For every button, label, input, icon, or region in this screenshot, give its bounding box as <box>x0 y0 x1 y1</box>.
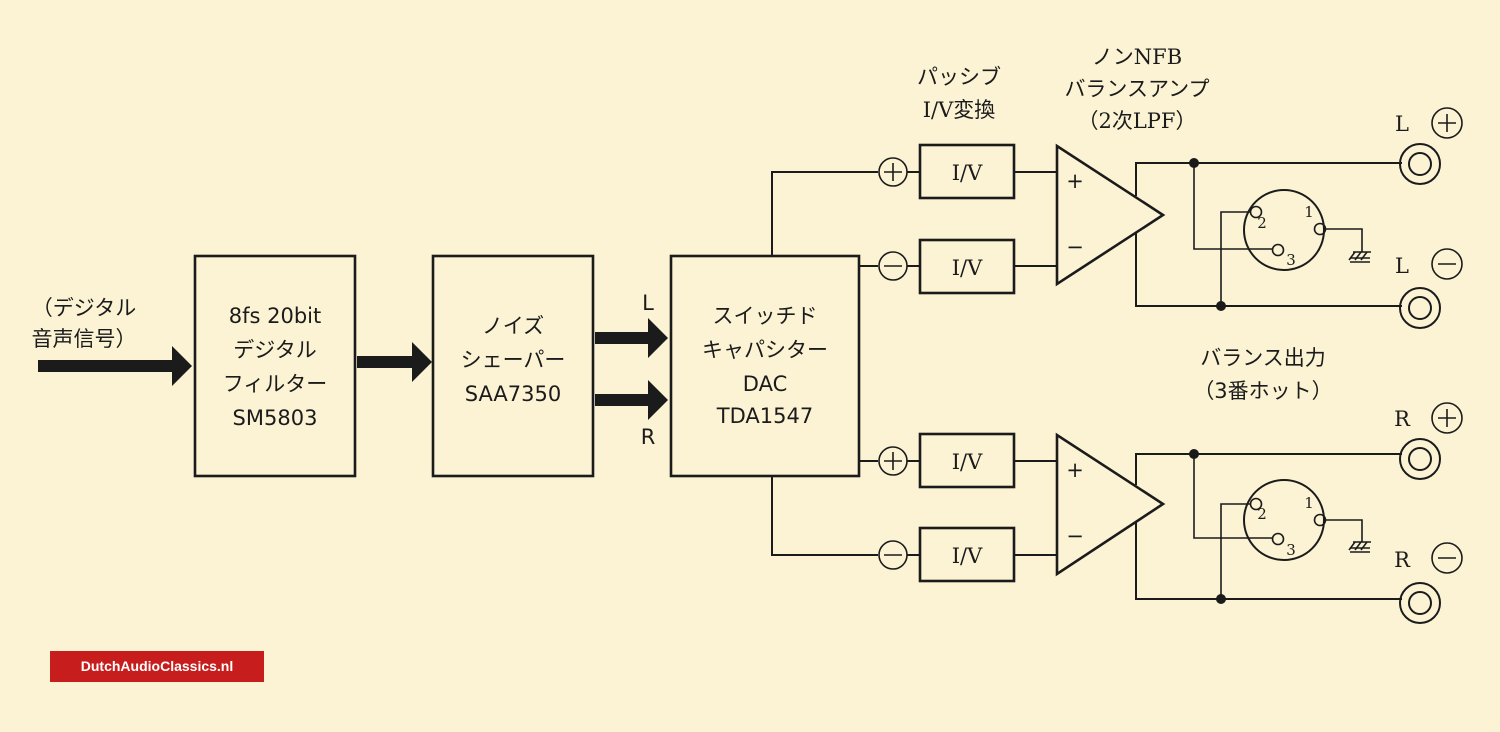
dac-block-line3: DAC <box>743 372 787 396</box>
R-xlr-pin1: 1 <box>1304 494 1314 512</box>
L-amp-plus: + <box>1066 169 1084 193</box>
dac-to-L-plus-wire <box>771 171 878 256</box>
L-xlr-pin2: 2 <box>1257 214 1267 232</box>
noise-shaper-block <box>431 254 595 478</box>
L-xlr-pin3: 3 <box>1286 251 1296 269</box>
channel-R-label: R <box>641 425 656 449</box>
input-label-line2: 音声信号） <box>32 327 137 351</box>
amp-title-line2: バランスアンプ <box>1064 77 1209 101</box>
output-label-R-minus: R <box>1394 548 1411 572</box>
L-minus-output-jack <box>1399 287 1441 329</box>
R-plus-polarity <box>878 446 908 476</box>
R-minus-output-jack <box>1399 582 1441 624</box>
output-L-minus-polarity <box>1431 248 1463 280</box>
amp-title-line3: （2次LPF） <box>1077 109 1196 133</box>
output-L-plus-polarity <box>1431 107 1463 139</box>
channel-L-label: L <box>642 291 654 315</box>
iv-block-R-minus-label: I/V <box>952 544 983 568</box>
R-amplifier <box>1055 432 1166 577</box>
amp-title-line1: ノンNFB <box>1092 45 1182 69</box>
filter-block-line3: フィルター <box>223 372 328 396</box>
L-amplifier <box>1055 143 1166 287</box>
dac-to-R-minus-wire <box>771 476 878 556</box>
L-minus-polarity <box>878 251 908 281</box>
R-minus-polarity <box>878 540 908 570</box>
dac-block-line2: キャパシター <box>702 338 828 362</box>
L-xlr-connector: 2 1 3 <box>1243 189 1327 271</box>
noise-shaper-line1: ノイズ <box>482 314 544 338</box>
R-xlr-connector: 2 1 3 <box>1243 479 1327 561</box>
input-arrow <box>38 346 192 386</box>
balanced-title-line2: （3番ホット） <box>1193 379 1332 403</box>
iv-block-R-plus-label: I/V <box>952 450 983 474</box>
R-arrow <box>595 380 668 420</box>
dac-block-line4: TDA1547 <box>716 404 813 428</box>
L-arrow <box>595 318 668 358</box>
output-label-L-minus: L <box>1395 254 1409 278</box>
R-plus-output-jack <box>1399 438 1441 480</box>
filter-block-line1: 8fs 20bit <box>229 304 322 328</box>
filter-block-line2: デジタル <box>233 338 317 362</box>
iv-block-L-minus-label: I/V <box>952 256 983 280</box>
filter-to-shaper-arrow <box>357 342 432 382</box>
dac-block-line1: スイッチド <box>713 304 818 328</box>
passive-iv-title-line1: パッシブ <box>917 65 1001 89</box>
passive-iv-title-line2: I/V変換 <box>923 98 996 122</box>
output-label-R-plus: R <box>1394 407 1411 431</box>
output-R-minus-polarity <box>1431 542 1463 574</box>
dac-block <box>669 254 861 478</box>
noise-shaper-line2: シェーパー <box>461 348 566 372</box>
L-plus-output-jack <box>1399 143 1441 185</box>
iv-block-L-plus-label: I/V <box>952 161 983 185</box>
R-xlr-pin3: 3 <box>1286 541 1296 559</box>
output-R-plus-polarity <box>1431 402 1463 434</box>
noise-shaper-line3: SAA7350 <box>465 382 561 406</box>
filter-block <box>193 254 357 478</box>
balanced-title-line1: バランス出力 <box>1200 346 1326 370</box>
output-label-L-plus: L <box>1395 112 1409 136</box>
R-amp-plus: + <box>1066 458 1084 482</box>
L-amp-minus: − <box>1066 235 1084 259</box>
R-xlr-pin2: 2 <box>1257 505 1267 523</box>
watermark-badge: DutchAudioClassics.nl <box>50 651 264 682</box>
filter-block-line4: SM5803 <box>233 406 318 430</box>
L-plus-polarity <box>878 157 908 187</box>
R-amp-minus: − <box>1066 524 1084 548</box>
input-label-line1: （デジタル <box>32 296 137 320</box>
L-xlr-pin1: 1 <box>1304 203 1314 221</box>
